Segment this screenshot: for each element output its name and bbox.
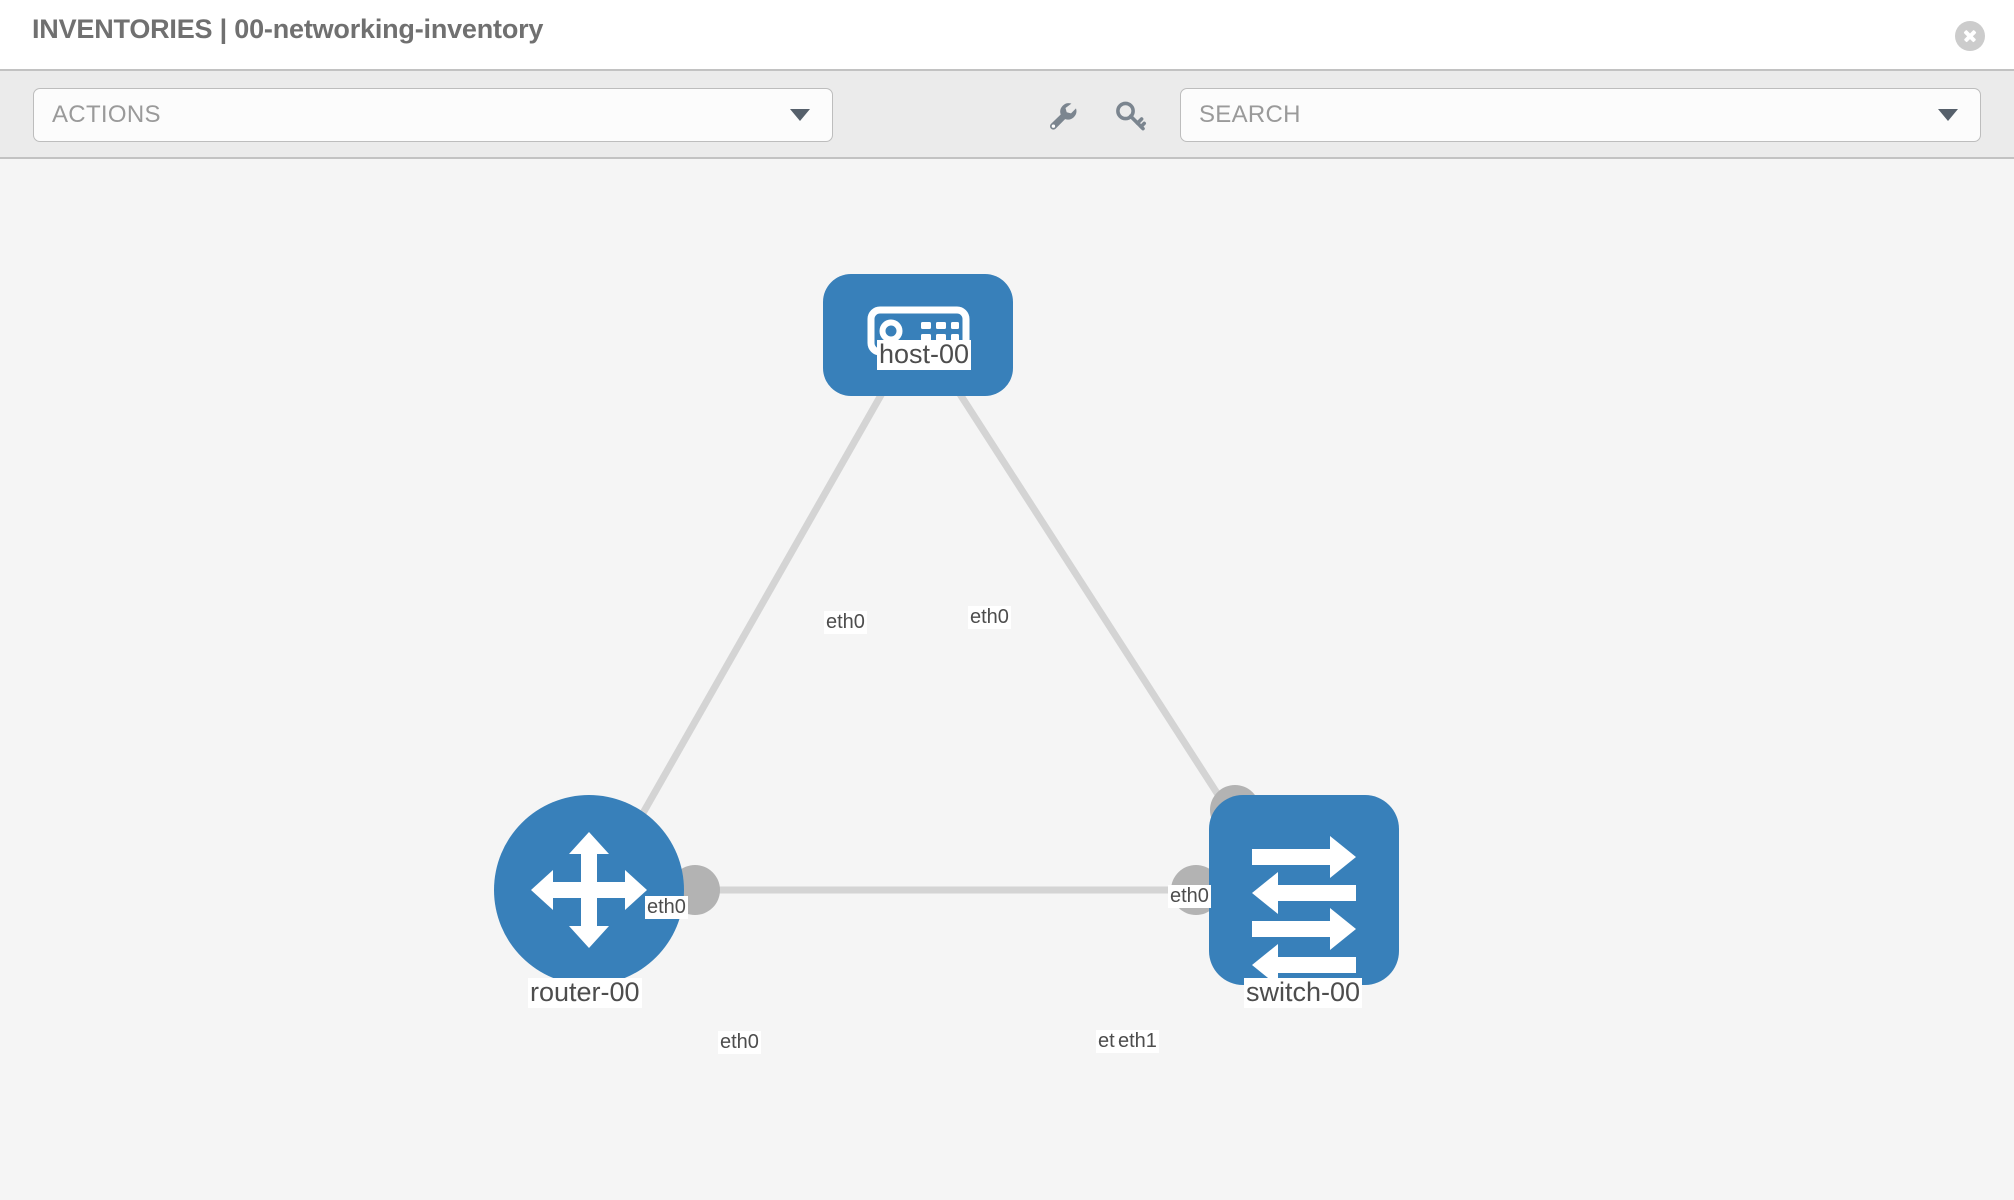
search-placeholder: SEARCH (1199, 101, 1301, 128)
node-label-host-00[interactable]: host-00 (877, 339, 972, 370)
wrench-icon[interactable] (1042, 96, 1082, 136)
chevron-down-icon[interactable] (1938, 109, 1958, 121)
node-label-router-00[interactable]: router-00 (528, 977, 642, 1008)
iface-label-host00-left[interactable]: eth0 (824, 611, 867, 634)
topology-links (610, 372, 1256, 894)
router-arrows-icon (531, 832, 647, 948)
iface-label-router00-eth0[interactable]: eth0 (718, 1031, 761, 1054)
page-header: INVENTORIES | 00-networking-inventory (0, 0, 2014, 69)
actions-dropdown-label: ACTIONS (52, 101, 161, 128)
iface-label-switch00-uplink[interactable]: eth0 (1168, 885, 1211, 908)
iface-label-router00-uplink[interactable]: eth0 (645, 896, 688, 919)
page-title: INVENTORIES | 00-networking-inventory (32, 14, 544, 44)
topology-graph (494, 274, 1399, 986)
link-host00-router00[interactable] (610, 372, 897, 866)
iface-label-switch00-eth1[interactable]: eth1 (1116, 1030, 1159, 1053)
node-host-00[interactable] (823, 274, 1013, 396)
key-icon[interactable] (1110, 96, 1150, 136)
toolbar: ACTIONS SEARCH (0, 69, 2014, 159)
switch-arrows-icon (1252, 836, 1356, 986)
iface-label-host00-right[interactable]: eth0 (968, 606, 1011, 629)
chevron-down-icon (790, 109, 810, 121)
close-icon[interactable] (1955, 21, 1985, 51)
link-host00-switch00[interactable] (944, 372, 1256, 851)
node-label-switch-00[interactable]: switch-00 (1244, 977, 1363, 1008)
node-switch-00[interactable] (1209, 795, 1399, 986)
actions-dropdown[interactable]: ACTIONS (33, 88, 833, 142)
node-router-00[interactable] (494, 795, 684, 985)
search-input[interactable]: SEARCH (1180, 88, 1981, 142)
topology-connectors (670, 333, 1260, 915)
topology-canvas[interactable]: host-00 router-00 switch-00 eth0 eth0 et… (0, 159, 2014, 1200)
